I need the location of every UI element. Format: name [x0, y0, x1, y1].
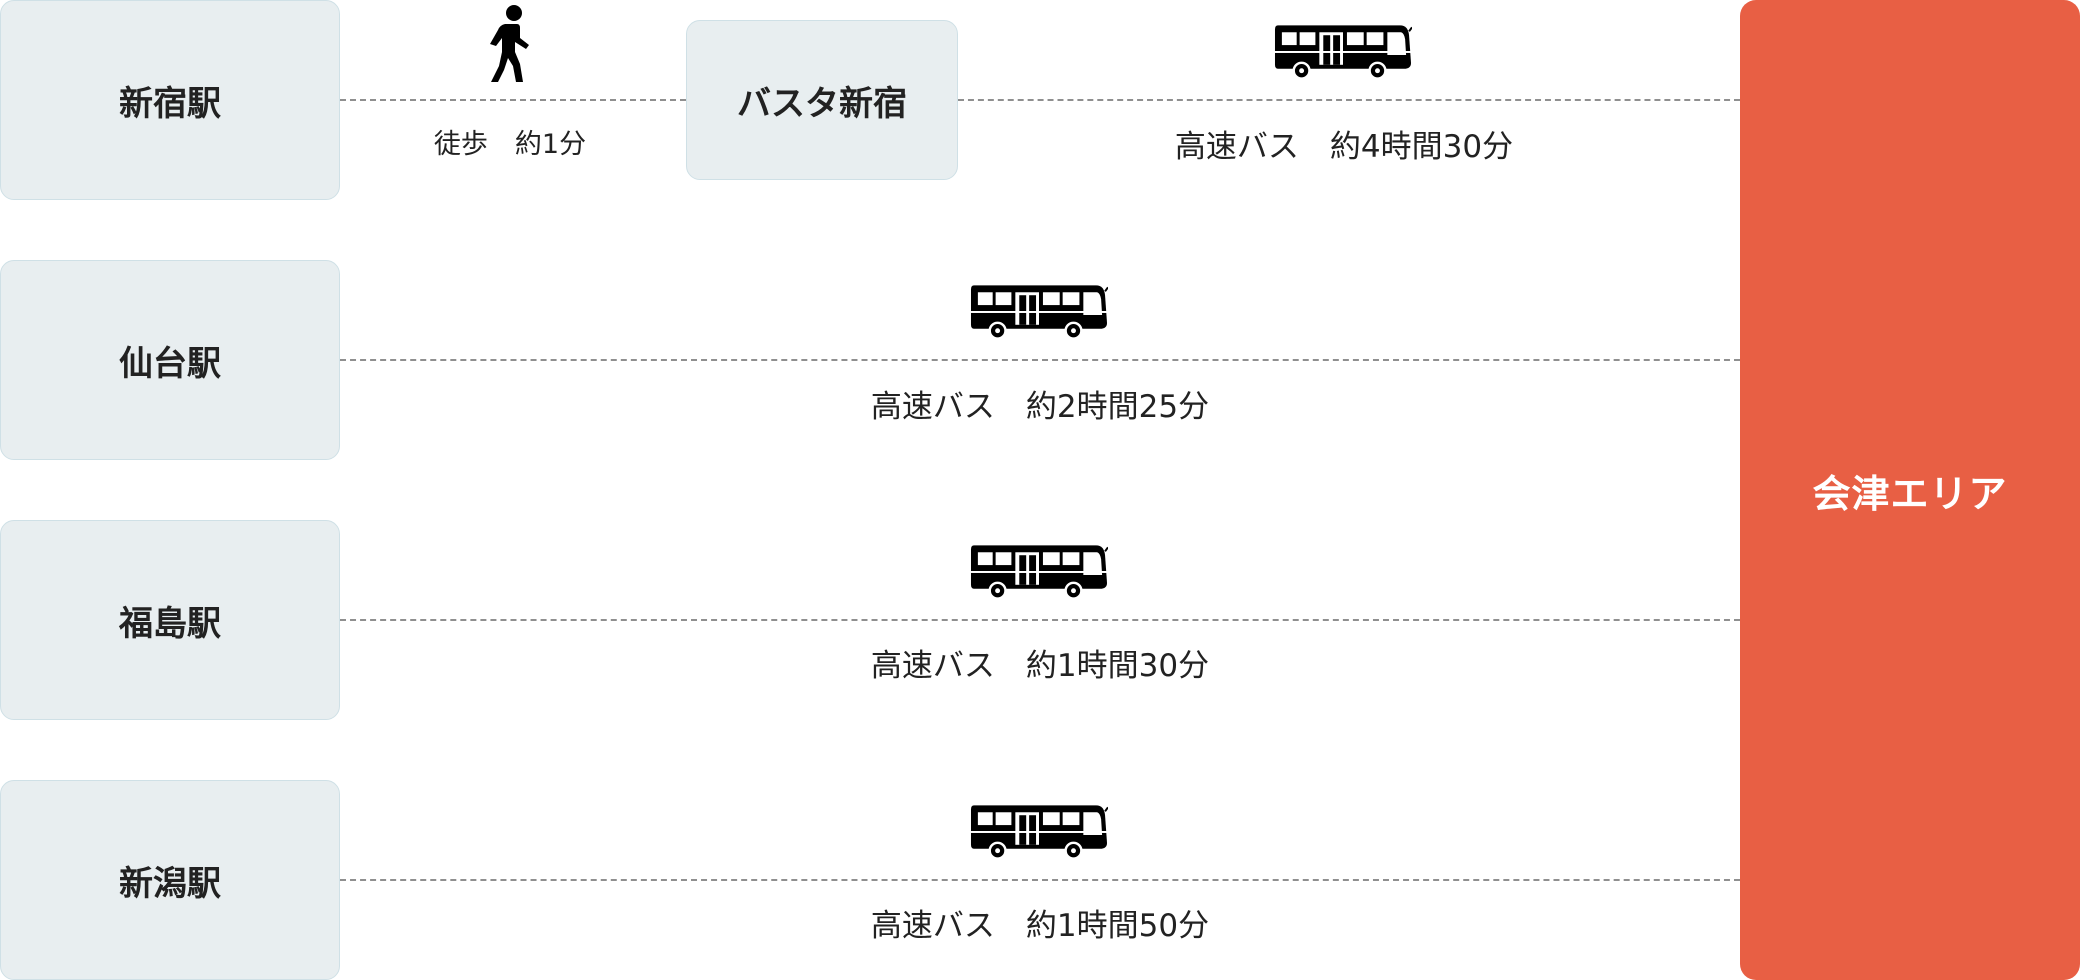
route-line-fukushima — [340, 619, 1740, 621]
bus-icon — [970, 280, 1108, 346]
bus-icon — [970, 540, 1108, 606]
bus-icon — [1274, 20, 1412, 86]
route-line-sendai — [340, 359, 1740, 361]
route-label-walk: 徒歩 約1分 — [433, 129, 587, 160]
transfer-station-busta-shinjuku: バスタ新宿 — [686, 20, 958, 180]
route-label-sendai: 高速バス 約2時間25分 — [870, 389, 1210, 425]
route-line-shinjuku-bus — [958, 99, 1740, 101]
destination-aizu-area: 会津エリア — [1740, 0, 2080, 980]
origin-station-shinjuku: 新宿駅 — [0, 0, 340, 200]
origin-station-sendai: 仙台駅 — [0, 260, 340, 460]
bus-icon — [970, 800, 1108, 866]
route-label-fukushima: 高速バス 約1時間30分 — [870, 648, 1210, 684]
route-line-niigata — [340, 879, 1740, 881]
route-label-shinjuku-bus: 高速バス 約4時間30分 — [1174, 129, 1514, 165]
route-label-niigata: 高速バス 約1時間50分 — [870, 908, 1210, 944]
walking-person-icon — [484, 4, 534, 88]
route-line-walk — [340, 99, 686, 101]
origin-station-niigata: 新潟駅 — [0, 780, 340, 980]
origin-station-fukushima: 福島駅 — [0, 520, 340, 720]
